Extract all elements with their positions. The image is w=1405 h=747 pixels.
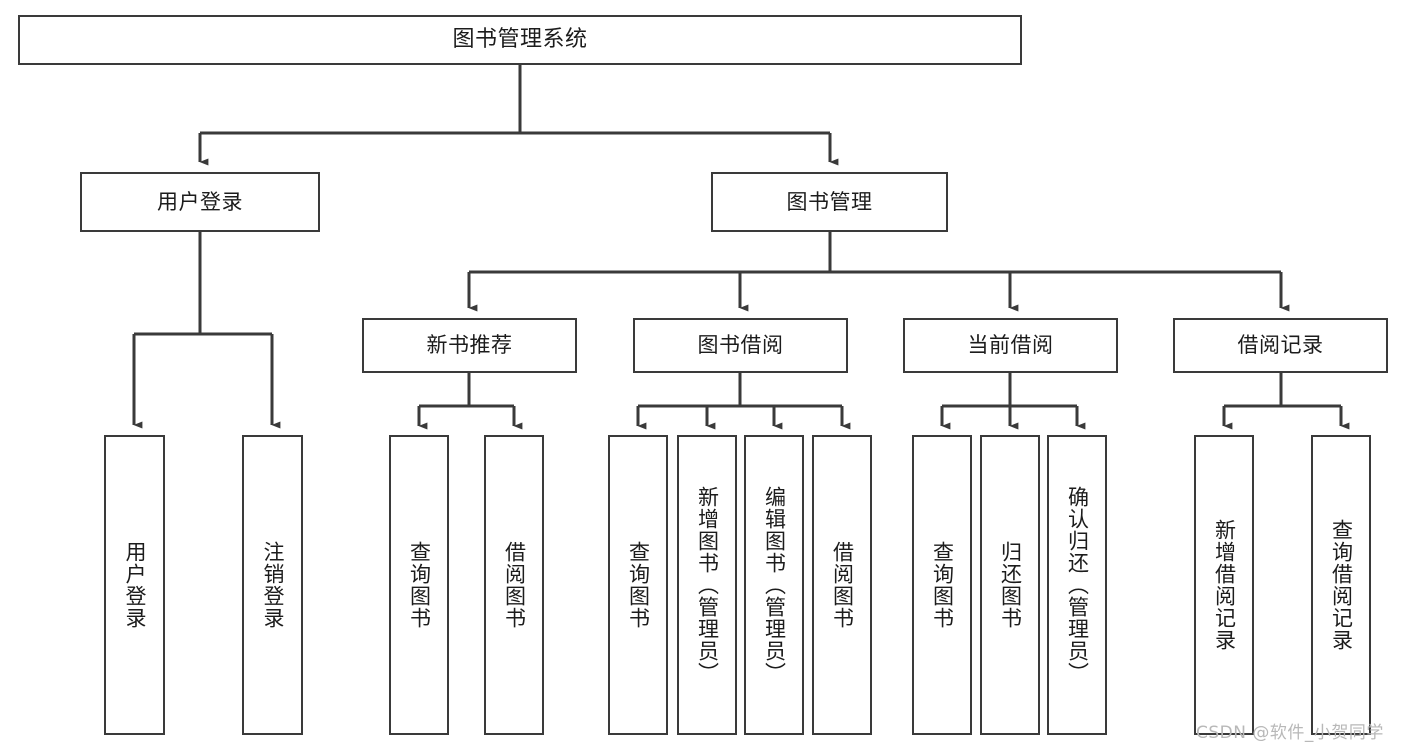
node-label: 图书管理系统: [452, 27, 588, 53]
node-label: 查询图书: [626, 541, 651, 629]
node-label: 查询图书: [407, 541, 432, 629]
node-label: 借阅记录: [1237, 333, 1324, 358]
node-borrow-record[interactable]: 借阅记录: [1173, 318, 1388, 373]
node-root-system[interactable]: 图书管理系统: [18, 15, 1022, 65]
node-new-book-recommend[interactable]: 新书推荐: [362, 318, 577, 373]
leaf-logout[interactable]: 注销登录: [242, 435, 303, 735]
node-label: 当前借阅: [967, 333, 1054, 358]
node-book-borrow[interactable]: 图书借阅: [633, 318, 848, 373]
leaf-user-login[interactable]: 用户登录: [104, 435, 165, 735]
leaf-query-book-newbook[interactable]: 查询图书: [389, 435, 449, 735]
node-label: 新增图书（管理员）: [695, 486, 720, 684]
node-label: 用户登录: [122, 541, 147, 629]
node-label: 查询图书: [930, 541, 955, 629]
leaf-query-borrow-record[interactable]: 查询借阅记录: [1311, 435, 1371, 735]
leaf-add-borrow-record[interactable]: 新增借阅记录: [1194, 435, 1254, 735]
node-label: 借阅图书: [830, 541, 855, 629]
node-label: 新书推荐: [426, 333, 513, 358]
node-label: 图书借阅: [697, 333, 784, 358]
leaf-borrow-book[interactable]: 借阅图书: [812, 435, 872, 735]
leaf-query-book-borrow[interactable]: 查询图书: [608, 435, 668, 735]
csdn-watermark: CSDN @软件_小贺同学: [1196, 723, 1384, 743]
leaf-return-book[interactable]: 归还图书: [980, 435, 1040, 735]
node-label: 确认归还（管理员）: [1065, 486, 1090, 684]
node-label: 图书管理: [786, 189, 873, 214]
leaf-confirm-return-admin[interactable]: 确认归还（管理员）: [1047, 435, 1107, 735]
leaf-query-book-current[interactable]: 查询图书: [912, 435, 972, 735]
node-label: 归还图书: [998, 541, 1023, 629]
node-label: 借阅图书: [502, 541, 527, 629]
leaf-add-book-admin[interactable]: 新增图书（管理员）: [677, 435, 737, 735]
node-label: 注销登录: [260, 541, 285, 629]
node-book-management[interactable]: 图书管理: [711, 172, 948, 232]
leaf-edit-book-admin[interactable]: 编辑图书（管理员）: [744, 435, 804, 735]
node-current-borrow[interactable]: 当前借阅: [903, 318, 1118, 373]
node-label: 用户登录: [157, 189, 243, 214]
node-label: 新增借阅记录: [1212, 519, 1237, 651]
leaf-borrow-book-newbook[interactable]: 借阅图书: [484, 435, 544, 735]
node-user-login[interactable]: 用户登录: [80, 172, 320, 232]
node-label: 查询借阅记录: [1329, 519, 1354, 651]
node-label: 编辑图书（管理员）: [762, 486, 787, 684]
